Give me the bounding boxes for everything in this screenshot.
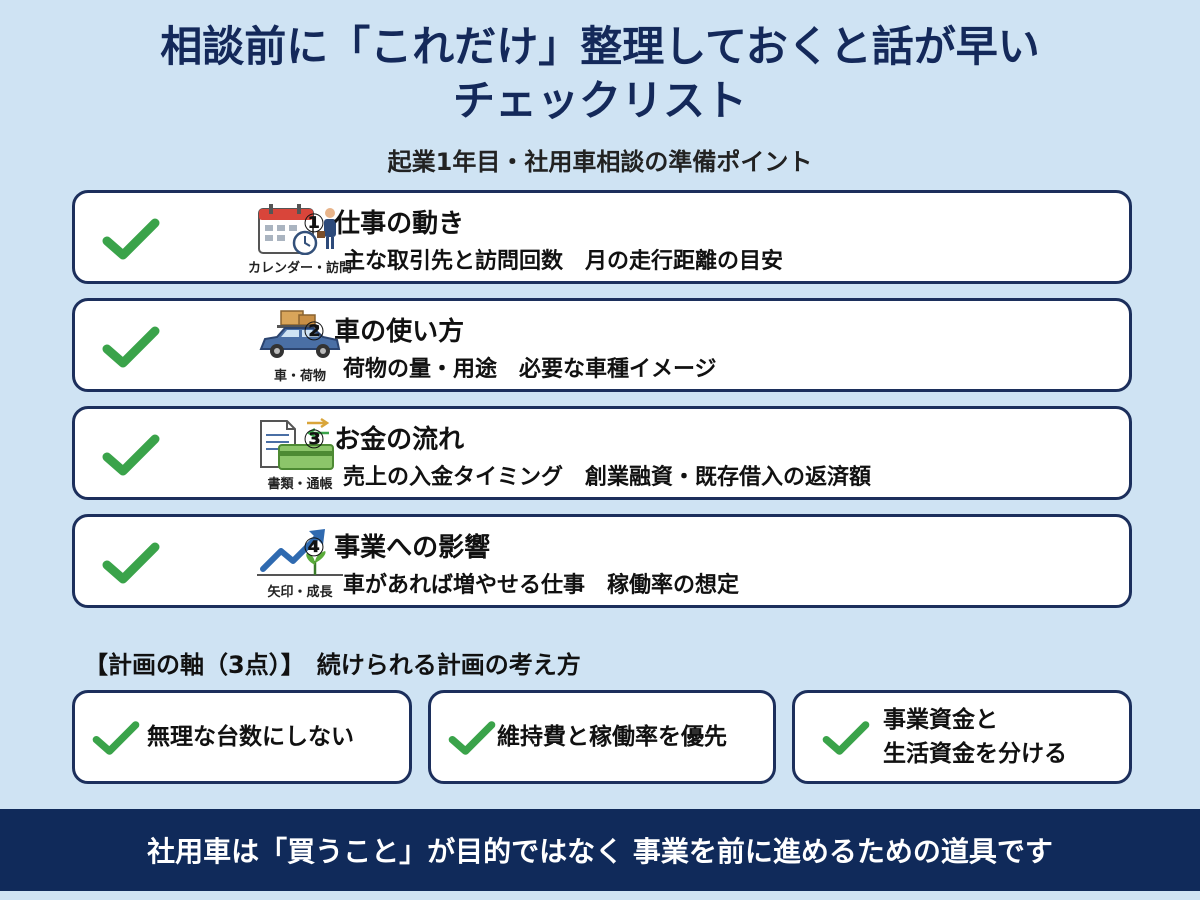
check-icon	[102, 326, 160, 368]
plan-axis-text-line-1: 事業資金と	[883, 707, 998, 733]
plan-axis-box-3: 事業資金と 生活資金を分ける	[792, 690, 1132, 784]
plan-axis-text: 無理な台数にしない	[147, 724, 354, 750]
item-title: ② 車の使い方	[303, 317, 465, 347]
subtitle: 起業1年目・社用車相談の準備ポイント	[387, 148, 813, 176]
growth-arrow-icon	[257, 529, 343, 576]
plan-axis-text-line-2: 生活資金を分ける	[883, 741, 1067, 767]
bottom-strip	[0, 891, 1200, 900]
item-description: 荷物の量・用途 必要な車種イメージ	[343, 357, 717, 382]
item-description: 売上の入金タイミング 創業融資・既存借入の返済額	[343, 465, 872, 490]
plan-axis-box-2: 維持費と稼働率を優先	[428, 690, 776, 784]
plan-axis-box-1: 無理な台数にしない	[72, 690, 412, 784]
title-line-2: チェックリスト	[452, 76, 747, 125]
checklist-card-1: カレンダー・訪問 ① 仕事の動き 主な取引先と訪問回数 月の走行距離の目安	[72, 190, 1132, 284]
item-title: ④ 事業への影響	[303, 533, 491, 563]
plan-section-heading: 【計画の軸（3点）】 続けられる計画の考え方	[84, 651, 581, 679]
icon-label: 矢印・成長	[267, 585, 333, 600]
icon-label: 車・荷物	[273, 369, 326, 384]
checklist-card-3: 書類・通帳 ③ お金の流れ 売上の入金タイミング 創業融資・既存借入の返済額	[72, 406, 1132, 500]
icon-label: 書類・通帳	[267, 477, 333, 492]
check-icon	[102, 434, 160, 476]
footer-banner: 社用車は「買うこと」が目的ではなく 事業を前に進めるための道具です	[0, 809, 1200, 891]
documents-passbook-icon	[260, 417, 334, 470]
icon-label: カレンダー・訪問	[247, 261, 352, 276]
check-icon	[102, 218, 160, 260]
item-description: 主な取引先と訪問回数 月の走行距離の目安	[343, 249, 784, 274]
checklist-card-2: 車・荷物 ② 車の使い方 荷物の量・用途 必要な車種イメージ	[72, 298, 1132, 392]
check-icon	[448, 721, 496, 755]
page-title: 相談前に「これだけ」整理しておくと話が早い チェックリスト	[0, 20, 1200, 128]
check-icon	[822, 721, 870, 755]
calendar-visit-icon	[258, 204, 336, 255]
item-title: ③ お金の流れ	[303, 425, 465, 455]
checklist-card-4: 矢印・成長 ④ 事業への影響 車があれば増やせる仕事 稼働率の想定	[72, 514, 1132, 608]
car-luggage-icon	[259, 310, 341, 358]
item-description: 車があれば増やせる仕事 稼働率の想定	[343, 573, 740, 598]
check-icon	[102, 542, 160, 584]
plan-axis-text: 維持費と稼働率を優先	[497, 724, 727, 750]
title-line-1: 相談前に「これだけ」整理しておくと話が早い	[160, 22, 1040, 71]
item-title: ① 仕事の動き	[303, 209, 465, 239]
check-icon	[92, 721, 140, 755]
plan-axis-text: 事業資金と 生活資金を分ける	[883, 693, 1067, 781]
